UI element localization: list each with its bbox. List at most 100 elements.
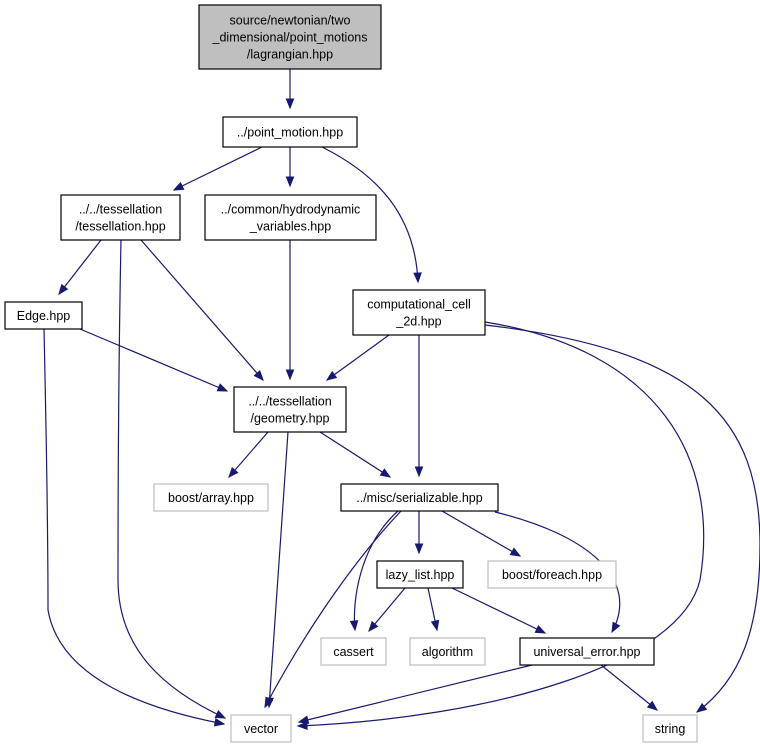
edge-line [319,431,391,478]
edge-edge-to-geometry [79,328,229,392]
edge-serializable-to-boost-foreach [441,510,522,557]
edge-arrowhead [228,466,239,479]
edge-geometry-to-serializable [319,431,392,478]
edge-arrowhead [646,700,659,711]
node-label-line: boost/foreach.hpp [502,568,602,582]
node-label-line: source/newtonian/two [230,14,351,28]
edge-point-motion-to-hydrodynamic [285,147,295,188]
edge-arrowhead [534,624,547,634]
edge-point-motion-to-tessellation [172,146,263,191]
node-label-line: Edge.hpp [17,309,71,323]
node-label-line: ../misc/serializable.hpp [356,491,482,505]
node-edge[interactable]: Edge.hpp [4,301,83,330]
edge-arrowhead [611,621,621,634]
node-geometry[interactable]: ../../tessellation/geometry.hpp [233,386,347,433]
edge-lazy-list-to-cassert [368,587,406,633]
edge-line [58,239,102,295]
edge-line [326,334,390,381]
edge-computational-cell-to-geometry [325,334,390,381]
node-algorithm: algorithm [409,637,486,666]
edge-arrowhead [253,369,264,382]
edge-arrowhead [58,283,69,296]
edge-universal-error-to-vector [297,664,533,724]
node-computational-cell[interactable]: computational_cell_2d.hpp [352,289,486,336]
node-string: string [642,714,698,743]
node-box [4,301,83,330]
node-box [230,714,292,743]
edge-arrowhead [297,715,310,724]
edge-hydrodynamic-to-geometry [285,240,295,381]
edge-arrowhead [430,619,440,632]
node-box [376,560,464,589]
edge-line [353,510,399,631]
node-boost-foreach: boost/foreach.hpp [487,560,617,589]
node-tessellation[interactable]: ../../tessellation/tessellation.hpp [60,194,181,241]
edge-arrowhead [413,272,422,284]
node-label-line: /lagrangian.hpp [247,48,333,62]
edge-arrowhead [214,710,227,719]
node-box [519,637,655,666]
node-label-line: vector [244,722,278,736]
edge-arrowhead [349,620,359,632]
edge-arrowhead [213,717,226,727]
edge-arrowhead [695,702,708,713]
edge-line [484,324,760,713]
edge-line [600,664,658,711]
node-serializable[interactable]: ../misc/serializable.hpp [340,483,499,512]
edge-arrowhead [296,721,308,730]
edge-arrowhead [285,98,295,110]
node-box [204,194,377,241]
edge-arrowhead [368,620,379,633]
edge-serializable-to-lazy-list [414,511,424,555]
edge-computational-cell-to-vector [296,321,705,730]
edge-arrowhead [325,370,338,381]
node-label-line: ../../tessellation [248,395,331,409]
edge-line [140,239,264,381]
node-point-motion[interactable]: ../point_motion.hpp [222,116,358,148]
node-lazy-list[interactable]: lazy_list.hpp [376,560,464,589]
edge-point-motion-to-computational-cell [321,146,422,284]
edge-lazy-list-to-algorithm [427,587,440,632]
node-box [487,560,617,589]
node-cassert: cassert [320,637,387,666]
edge-arrowhead [216,383,229,392]
edge-tessellation-to-geometry [140,239,264,382]
edge-line [297,321,705,727]
edge-line [298,664,533,723]
edge-line [264,510,402,708]
nodes-layer: source/newtonian/two_dimensional/point_m… [4,4,698,743]
node-universal-error[interactable]: universal_error.hpp [519,637,655,666]
edge-computational-cell-to-string [484,324,760,713]
node-label-line: ../../tessellation [79,203,162,217]
edge-arrowhead [285,176,295,188]
node-hydrodynamic[interactable]: ../common/hydrodynamic_variables.hpp [204,194,377,241]
edge-arrowhead [172,181,185,191]
node-box [233,386,347,433]
edge-line [451,587,546,634]
node-label-line: boost/array.hpp [168,491,254,505]
edge-line [321,146,419,283]
node-label-line: _2d.hpp [395,315,441,329]
edge-geometry-to-vector [265,431,289,709]
edge-tessellation-to-vector [117,239,227,719]
node-box [409,637,486,666]
edges-layer [43,69,760,730]
node-box [642,714,698,743]
node-box [153,483,269,512]
node-label-line: lazy_list.hpp [386,568,455,582]
edge-serializable-to-vector [264,510,402,709]
node-label-line: ../point_motion.hpp [237,126,343,140]
edge-lagrangian-to-point-motion [285,69,295,110]
edge-serializable-to-cassert [349,510,399,632]
node-label-line: cassert [333,645,374,659]
edge-edge-to-vector [43,328,226,727]
edge-universal-error-to-string [600,664,659,711]
edge-tessellation-to-edge [58,239,102,296]
node-box [222,116,358,148]
edge-line [43,328,225,725]
node-lagrangian[interactable]: source/newtonian/two_dimensional/point_m… [198,4,382,70]
edge-line [173,146,263,191]
edge-arrowhead [414,543,424,555]
edge-line [79,328,228,392]
